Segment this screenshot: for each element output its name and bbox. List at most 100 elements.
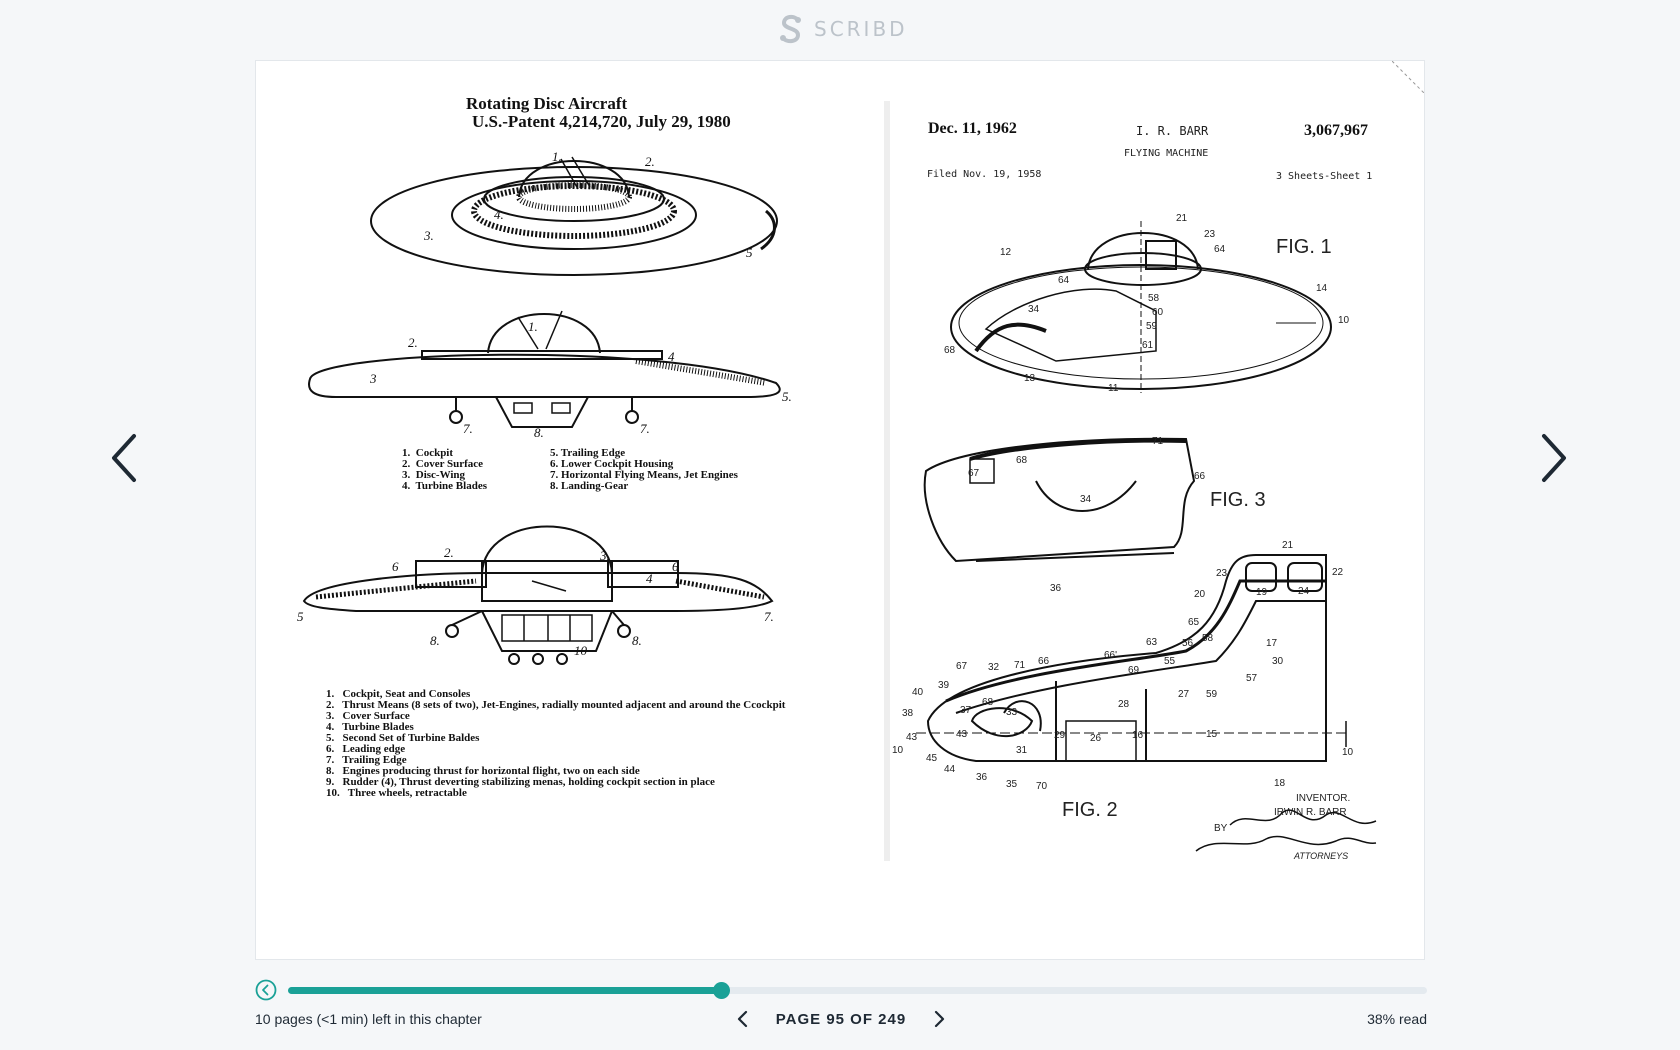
patent-inventor-short: I. R. BARR [1136, 124, 1209, 138]
chevron-right-icon [935, 1010, 945, 1028]
reader-footer: 10 pages (<1 min) left in this chapter P… [255, 1008, 1427, 1032]
next-page-button[interactable] [928, 1008, 950, 1030]
svg-text:13: 13 [1024, 373, 1036, 384]
svg-text:5: 5 [297, 609, 304, 624]
svg-text:32: 32 [988, 662, 1000, 673]
svg-text:BY: BY [1214, 823, 1228, 834]
progress-slider-thumb[interactable] [712, 982, 730, 999]
svg-text:71: 71 [1152, 436, 1164, 447]
fig3-label: FIG. 3 [1210, 489, 1266, 511]
fig3-drawing [923, 437, 1196, 563]
svg-text:67: 67 [956, 661, 968, 672]
svg-text:17: 17 [1266, 638, 1278, 649]
svg-text:40: 40 [912, 687, 924, 698]
next-page-arrow[interactable] [1532, 428, 1572, 488]
svg-text:26: 26 [1090, 733, 1102, 744]
svg-text:55: 55 [1164, 656, 1176, 667]
svg-text:21: 21 [1282, 540, 1294, 551]
svg-text:5. Trailing Edge: 5. Trailing Edge [550, 447, 625, 459]
svg-text:33: 33 [1006, 707, 1018, 718]
inventor-label: INVENTOR. [1296, 793, 1350, 804]
svg-text:8.: 8. [632, 633, 642, 648]
fig2-label: FIG. 2 [1062, 799, 1118, 821]
legend-b: 5. Trailing Edge 6. Lower Cockpit Housin… [550, 447, 739, 492]
svg-text:43: 43 [906, 732, 918, 743]
svg-text:59: 59 [1206, 689, 1218, 700]
attorney-signature [1195, 809, 1377, 852]
svg-text:61: 61 [1142, 340, 1154, 351]
svg-text:37: 37 [960, 705, 972, 716]
back-to-position-icon[interactable] [255, 979, 277, 1001]
svg-text:34: 34 [1028, 304, 1040, 315]
svg-text:65: 65 [1188, 617, 1200, 628]
svg-text:7.: 7. [463, 421, 473, 436]
svg-text:6: 6 [672, 559, 679, 574]
svg-text:7. Horizontal Flying Means, Je: 7. Horizontal Flying Means, Jet Engines [550, 469, 739, 481]
patent-sheets: 3 Sheets-Sheet 1 [1276, 171, 1372, 182]
scan-divider [884, 101, 890, 861]
svg-text:4: 4 [668, 349, 675, 364]
svg-text:30: 30 [1272, 656, 1284, 667]
legend-a: 1. Cockpit 2. Cover Surface 3. Disc-Wing… [402, 447, 488, 492]
previous-page-arrow[interactable] [106, 428, 146, 488]
svg-text:10: 10 [1342, 747, 1354, 758]
svg-text:11: 11 [1108, 383, 1119, 394]
svg-text:4.: 4. [494, 207, 504, 222]
svg-text:19: 19 [1256, 587, 1268, 598]
svg-text:7. Trailing Edge: 7. Trailing Edge [326, 754, 407, 766]
inventor-name: IRWIN R. BARR [1274, 807, 1347, 818]
svg-text:28: 28 [1118, 699, 1130, 710]
svg-text:4. Turbine Blades: 4. Turbine Blades [326, 721, 414, 733]
svg-text:6. Lower Cockpit Housing: 6. Lower Cockpit Housing [550, 458, 674, 470]
svg-text:20: 20 [1194, 589, 1206, 600]
svg-text:57: 57 [1246, 673, 1258, 684]
svg-text:36: 36 [1050, 583, 1062, 594]
svg-text:10: 10 [574, 643, 588, 658]
svg-text:5. Second Set of Turbine Bal: 5. Second Set of Turbine Baldes [326, 732, 480, 744]
svg-text:3.: 3. [599, 548, 610, 563]
svg-text:9. Rudder (4), Thrust devert: 9. Rudder (4), Thrust deverting stabiliz… [326, 776, 715, 788]
disc-top-view-drawing [370, 156, 778, 276]
legend-c: 1. Cockpit, Seat and Consoles 2. Thrust … [326, 688, 786, 799]
svg-text:10: 10 [892, 745, 904, 756]
svg-text:38: 38 [902, 708, 914, 719]
svg-text:10. Three wheels, retractabl: 10. Three wheels, retractable [326, 787, 467, 799]
svg-text:64: 64 [1214, 244, 1226, 255]
previous-page-button[interactable] [732, 1008, 754, 1030]
svg-text:2.: 2. [444, 545, 454, 560]
svg-text:27: 27 [1178, 689, 1190, 700]
attorneys-label: ATTORNEYS [1293, 851, 1348, 861]
left-title-2: U.S.-Patent 4,214,720, July 29, 1980 [472, 112, 731, 131]
svg-text:66: 66 [1194, 471, 1206, 482]
svg-text:4: 4 [646, 571, 653, 586]
svg-text:1.: 1. [528, 319, 538, 334]
svg-text:4. Turbine Blades: 4. Turbine Blades [402, 480, 488, 492]
svg-text:67: 67 [968, 468, 980, 479]
svg-text:63: 63 [1146, 637, 1158, 648]
svg-text:8.: 8. [430, 633, 440, 648]
svg-text:69: 69 [1128, 665, 1140, 676]
svg-text:10: 10 [1338, 315, 1350, 326]
page-navigator: PAGE 95 OF 249 [255, 1008, 1427, 1030]
svg-text:36: 36 [976, 772, 988, 783]
svg-text:66: 66 [1038, 656, 1050, 667]
svg-text:60: 60 [1152, 307, 1164, 318]
svg-text:5.: 5. [782, 389, 792, 404]
svg-text:8.: 8. [534, 425, 544, 440]
svg-text:68: 68 [982, 697, 994, 708]
svg-text:3. Disc-Wing: 3. Disc-Wing [402, 469, 466, 481]
svg-text:1.: 1. [552, 149, 562, 164]
fig1-drawing [950, 221, 1332, 393]
scribd-logo[interactable]: SCRIBD [778, 14, 908, 44]
svg-text:15: 15 [1206, 729, 1218, 740]
percent-read-text: 38% read [1367, 1011, 1427, 1027]
svg-text:39: 39 [938, 680, 950, 691]
svg-text:22: 22 [1332, 567, 1344, 578]
svg-text:43: 43 [956, 729, 968, 740]
patent-filed: Filed Nov. 19, 1958 [927, 169, 1041, 180]
progress-track[interactable] [288, 982, 1427, 999]
svg-text:35: 35 [1006, 779, 1018, 790]
left-title-1: Rotating Disc Aircraft [466, 94, 627, 113]
chapter-remaining-text: 10 pages (<1 min) left in this chapter [255, 1011, 482, 1027]
svg-text:12: 12 [1000, 247, 1012, 258]
